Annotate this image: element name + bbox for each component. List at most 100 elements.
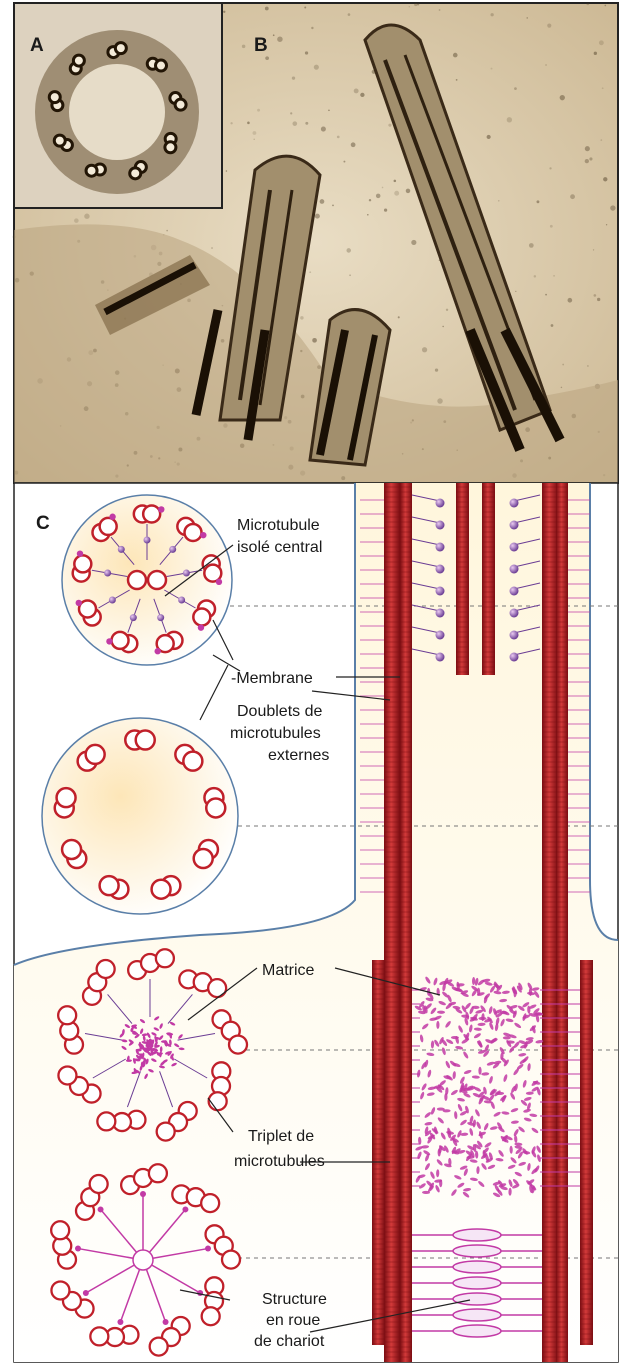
spoke-head [510, 609, 519, 618]
outer-doublet [86, 745, 105, 764]
cartwheel-hub [453, 1293, 501, 1305]
spoke-head [104, 570, 111, 577]
spoke-head [436, 653, 445, 662]
outer-doublet-right-1 [542, 483, 558, 1362]
microtubule-dot [73, 55, 84, 66]
inset-a [14, 3, 222, 208]
spoke-end [182, 1206, 188, 1212]
triplet-microtubule [51, 1281, 69, 1299]
dynein-arm [76, 600, 82, 606]
microtubule-dot [49, 92, 60, 103]
dynein-arm [200, 532, 206, 538]
triplet-right-outer [580, 960, 593, 1345]
svg-text:microtubules: microtubules [230, 725, 321, 742]
spoke-head [109, 597, 116, 604]
microtubule-dot [130, 168, 141, 179]
outer-doublet [194, 849, 213, 868]
dynein-arm [216, 579, 222, 585]
triplet-microtubule [97, 1112, 115, 1130]
outer-doublet [193, 609, 210, 626]
outer-doublet [185, 524, 202, 541]
cartwheel-hub [133, 1250, 153, 1270]
central-microtubule [128, 571, 146, 589]
triplet-microtubule [150, 1338, 168, 1356]
spoke-head [130, 614, 137, 621]
outer-doublet [74, 555, 91, 572]
triplet-microtubule [97, 960, 115, 978]
spoke-end [83, 1290, 89, 1296]
triplet-microtubule [149, 1164, 167, 1182]
triplet-microtubule [201, 1194, 219, 1212]
spoke-head [178, 597, 185, 604]
cross-section-axoneme-lower [42, 718, 238, 914]
spoke-head [118, 546, 125, 553]
svg-text:microtubules: microtubules [234, 1153, 325, 1170]
outer-doublet-left-2 [400, 483, 412, 1362]
triplet-microtubule [90, 1175, 108, 1193]
panel-label-c: C [36, 513, 50, 534]
svg-text:de chariot: de chariot [254, 1333, 325, 1350]
schematic-panel: C Microtubule isolé central -Membrane Do… [14, 483, 618, 1362]
dynein-arm [198, 624, 204, 630]
spoke-head [510, 631, 519, 640]
spoke-head [436, 521, 445, 530]
spoke-head [510, 499, 519, 508]
spoke-head [169, 546, 176, 553]
outer-doublet [57, 788, 76, 807]
cross-section-axoneme-top [62, 495, 232, 665]
spoke-head [157, 614, 164, 621]
panel-label-a: A [30, 35, 44, 56]
spoke-end [75, 1246, 81, 1252]
spoke-head [436, 587, 445, 596]
spoke-head [436, 565, 445, 574]
outer-doublet [183, 752, 202, 771]
svg-text:Structure: Structure [262, 1291, 327, 1308]
microtubule-dot [115, 43, 126, 54]
svg-text:en roue: en roue [266, 1312, 320, 1329]
central-microtubule [148, 571, 166, 589]
outer-doublet [143, 506, 160, 523]
label-membrane: -Membrane [231, 670, 313, 687]
triplet-microtubule [58, 1066, 76, 1084]
spoke-end [117, 1319, 123, 1325]
panel-label-b: B [254, 35, 268, 56]
microtubule-dot [86, 165, 97, 176]
spoke-head [510, 521, 519, 530]
spoke-end [98, 1206, 104, 1212]
svg-text:Doublets de: Doublets de [237, 703, 322, 720]
spoke-head [436, 631, 445, 640]
microtubule-dot [54, 135, 65, 146]
outer-doublet-right-2 [556, 483, 568, 1362]
outer-doublet [136, 731, 155, 750]
matrix-granule [478, 1067, 481, 1075]
svg-text:Matrice: Matrice [262, 962, 315, 979]
cartwheel-hub [453, 1325, 501, 1337]
spoke-head [436, 499, 445, 508]
outer-doublet [100, 518, 117, 535]
spoke-end [163, 1319, 169, 1325]
outer-doublet [62, 840, 81, 859]
cartwheel-hub [453, 1261, 501, 1273]
triplet-microtubule [90, 1327, 108, 1345]
cartwheel-hub [453, 1277, 501, 1289]
svg-text:isolé central: isolé central [237, 539, 322, 556]
dynein-arm [158, 506, 164, 512]
spoke-head [436, 543, 445, 552]
spoke-end [140, 1191, 146, 1197]
outer-doublet [112, 632, 129, 649]
triplet-microtubule [208, 979, 226, 997]
outer-doublet [152, 880, 171, 899]
svg-text:Microtubule: Microtubule [237, 517, 320, 534]
outer-doublet-left-1 [384, 483, 400, 1362]
matrix-granule [496, 1092, 504, 1095]
spoke-end [205, 1246, 211, 1252]
outer-doublet [100, 876, 119, 895]
triplet-microtubule [229, 1036, 247, 1054]
spoke-head [183, 570, 190, 577]
cartwheel-hub [453, 1245, 501, 1257]
spoke-head [144, 537, 151, 544]
spoke-head [510, 653, 519, 662]
spoke-head [436, 609, 445, 618]
